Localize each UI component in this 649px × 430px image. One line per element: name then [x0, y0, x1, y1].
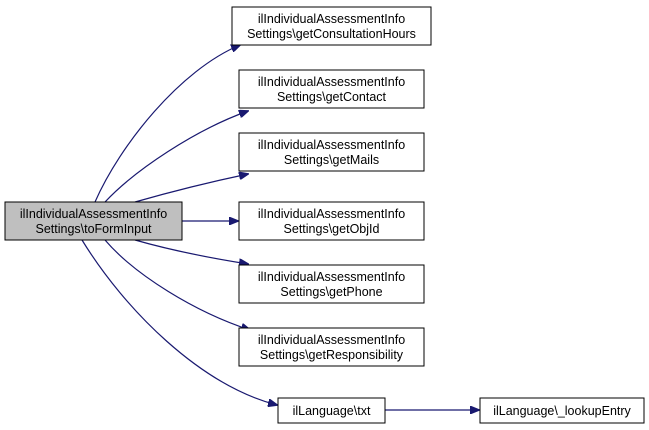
node-box	[238, 327, 425, 367]
node-label-line: Settings\getConsultationHours	[247, 27, 416, 41]
node-box	[4, 201, 183, 241]
node-box	[238, 201, 425, 241]
node-label-line: ilIndividualAssessmentInfo	[258, 12, 405, 26]
edge-root-responsibility	[104, 239, 250, 330]
node-box	[238, 69, 425, 109]
node-phone[interactable]: ilIndividualAssessmentInfoSettings\getPh…	[238, 264, 425, 304]
node-responsibility[interactable]: ilIndividualAssessmentInfoSettings\getRe…	[238, 327, 425, 367]
node-label-line: Settings\getPhone	[280, 285, 382, 299]
edge-root-contact	[104, 111, 248, 203]
node-box	[231, 6, 432, 46]
node-box	[277, 397, 386, 424]
node-label-line: ilIndividualAssessmentInfo	[258, 75, 405, 89]
node-label-line: ilLanguage\txt	[293, 404, 371, 418]
edge-root-mails	[134, 174, 248, 203]
edge-root-consultation	[94, 45, 240, 203]
node-objid[interactable]: ilIndividualAssessmentInfoSettings\getOb…	[238, 201, 425, 241]
node-consultation[interactable]: ilIndividualAssessmentInfoSettings\getCo…	[231, 6, 432, 46]
node-box	[238, 132, 425, 172]
node-label-line: Settings\getResponsibility	[260, 348, 404, 362]
node-box	[238, 264, 425, 304]
nodes-layer: ilIndividualAssessmentInfoSettings\toFor…	[4, 6, 645, 424]
node-label-line: ilIndividualAssessmentInfo	[258, 138, 405, 152]
edges-layer	[81, 45, 479, 410]
node-label-line: Settings\getContact	[277, 90, 387, 104]
node-contact[interactable]: ilIndividualAssessmentInfoSettings\getCo…	[238, 69, 425, 109]
node-box	[479, 397, 645, 424]
node-label-line: Settings\toFormInput	[35, 222, 152, 236]
node-label-line: Settings\getMails	[284, 153, 379, 167]
node-mails[interactable]: ilIndividualAssessmentInfoSettings\getMa…	[238, 132, 425, 172]
edge-root-txt	[81, 239, 277, 405]
node-label-line: ilLanguage\_lookupEntry	[493, 404, 631, 418]
node-txt[interactable]: ilLanguage\txt	[277, 397, 386, 424]
node-lookup[interactable]: ilLanguage\_lookupEntry	[479, 397, 645, 424]
node-label-line: ilIndividualAssessmentInfo	[258, 207, 405, 221]
node-label-line: ilIndividualAssessmentInfo	[258, 333, 405, 347]
node-label-line: ilIndividualAssessmentInfo	[20, 207, 167, 221]
node-label-line: Settings\getObjId	[284, 222, 380, 236]
node-root[interactable]: ilIndividualAssessmentInfoSettings\toFor…	[4, 201, 183, 241]
node-label-line: ilIndividualAssessmentInfo	[258, 270, 405, 284]
edge-root-phone	[134, 239, 248, 264]
